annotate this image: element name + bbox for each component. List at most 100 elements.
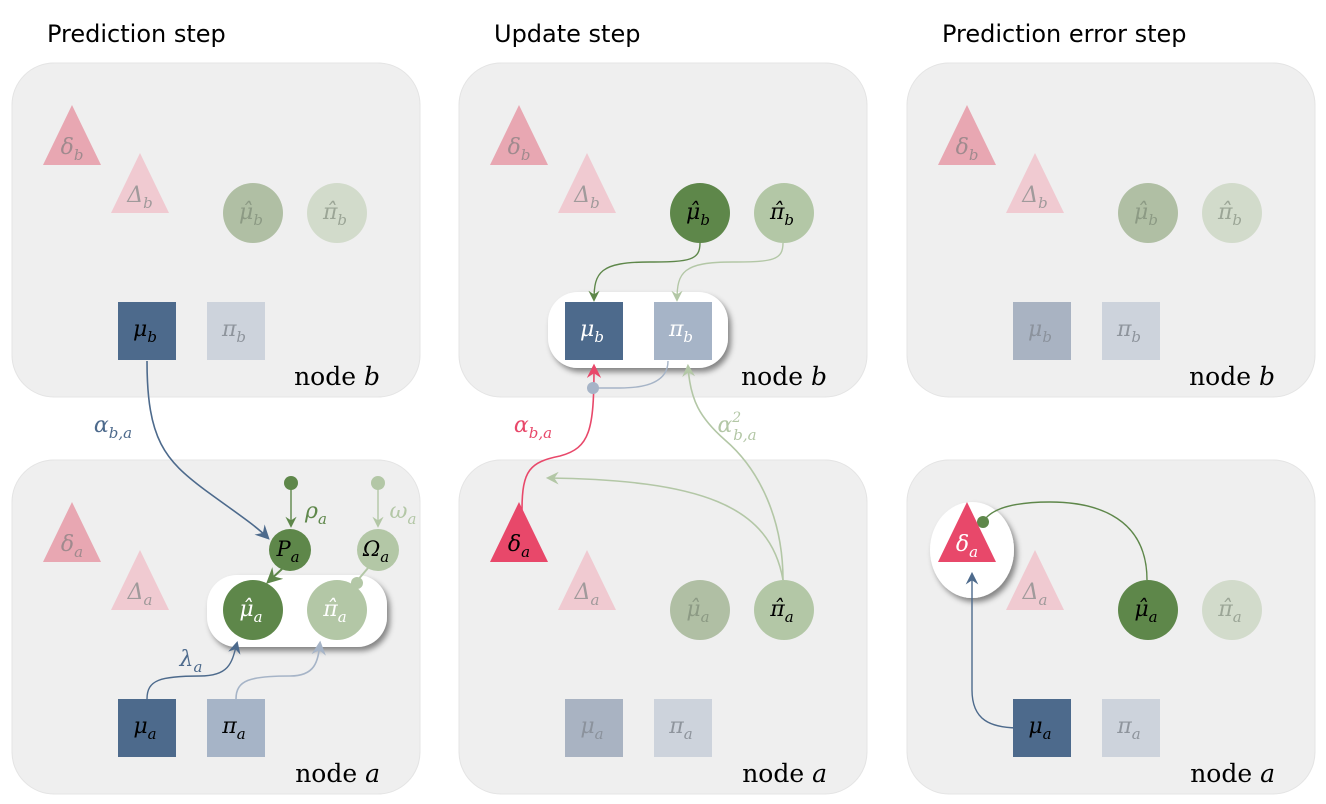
node-Delta-b: Δb — [111, 153, 169, 213]
symbol: Δ — [574, 580, 591, 605]
node-symbol: Δb — [573, 183, 600, 212]
node-pi-b: πb — [654, 302, 712, 360]
node-delta-a: δa — [43, 502, 101, 562]
edge-pi-to-pihat — [235, 640, 326, 700]
node-symbol: μ̂b — [686, 200, 710, 229]
edge-label-alpha-ba: αb,a — [514, 413, 552, 442]
node-b-panel — [906, 62, 1316, 398]
symbol: α — [717, 413, 732, 438]
edge-label-omega: ωa — [390, 499, 417, 528]
node-symbol: δa — [508, 532, 530, 561]
node-symbol: πa — [221, 714, 245, 743]
symbol: Δ — [1021, 183, 1038, 208]
subscript: b — [1232, 211, 1242, 229]
node-delta-b: δb — [490, 105, 548, 165]
node-delta-a: δa — [490, 502, 548, 562]
node-symbol: μ̂b — [239, 200, 263, 229]
node-Delta-b: Δb — [1006, 153, 1064, 213]
panel-title: Prediction step — [47, 20, 226, 48]
symbol: μ̂ — [686, 200, 700, 225]
panel-title: Prediction error step — [942, 20, 1187, 48]
subscript: a — [338, 608, 347, 626]
edge-muhat-to-delta — [982, 501, 1148, 581]
symbol: π — [1116, 714, 1132, 739]
node-symbol: Δa — [127, 580, 153, 609]
subscript: a — [148, 725, 157, 743]
node-Delta-a: Δa — [558, 550, 616, 610]
node-P-a: Pa — [269, 529, 311, 571]
subscript: a — [408, 510, 417, 528]
node-symbol: δb — [508, 135, 531, 164]
subscript: b — [236, 328, 246, 346]
edge-pihat-to-delta — [545, 471, 784, 581]
subscript: b — [337, 211, 347, 229]
subscript: a — [318, 510, 327, 528]
node-symbol: πa — [668, 714, 692, 743]
subscript: a — [785, 608, 794, 626]
node-delta-a: δa — [938, 502, 996, 562]
node-pihat-a: π̂a — [1202, 580, 1262, 640]
symbol: π — [668, 317, 684, 342]
symbol: π̂ — [769, 200, 785, 225]
node-a-label: node a — [742, 759, 827, 788]
symbol: μ̂ — [239, 597, 253, 622]
node-pi-b: πb — [207, 302, 265, 360]
symbol: π̂ — [1217, 597, 1233, 622]
symbol: Δ — [1022, 580, 1039, 605]
node-muhat-a: μ̂a — [1118, 580, 1178, 640]
symbol: μ — [1028, 714, 1042, 739]
node-symbol: μ̂a — [686, 597, 709, 626]
node-mu-a: μa — [1013, 699, 1071, 757]
node-muhat-b: μ̂b — [223, 183, 283, 243]
subscript: b,a — [529, 424, 552, 442]
subscript: b — [147, 328, 157, 346]
subscript: a — [1132, 725, 1141, 743]
node-muhat-b: μ̂b — [670, 183, 730, 243]
subscript: a — [1233, 608, 1242, 626]
edge-label-rho: ρa — [304, 499, 327, 528]
subscript: b,a — [733, 426, 756, 444]
edge-alpha-ba — [146, 360, 270, 540]
symbol: δ — [956, 532, 969, 557]
edge-pihat-to-pi-b-alpha2 — [682, 363, 784, 581]
symbol: Δ — [127, 580, 144, 605]
subscript: a — [521, 543, 530, 561]
node-mu-a: μa — [565, 699, 623, 757]
symbol: π — [1116, 317, 1132, 342]
node-mu-b: μb — [1013, 302, 1071, 360]
subscript: a — [143, 591, 152, 609]
node-delta-b: δb — [938, 105, 996, 165]
subscript: a — [74, 543, 83, 561]
subscript: a — [701, 608, 710, 626]
symbol: Δ — [126, 183, 143, 208]
node-symbol: μb — [133, 317, 157, 346]
edge-delta-to-mu-b — [521, 363, 602, 511]
node-symbol: Pa — [275, 537, 299, 566]
symbol: Ω — [362, 537, 380, 561]
node-pi-a: πa — [207, 699, 265, 757]
symbol: μ — [580, 714, 594, 739]
subscript: a — [254, 608, 263, 626]
node-symbol: μa — [1028, 714, 1051, 743]
node-Delta-b: Δb — [558, 153, 616, 213]
symbol: λ — [179, 647, 194, 672]
node-pihat-b: π̂b — [1202, 183, 1262, 243]
subscript: b — [1131, 328, 1141, 346]
subscript: b — [594, 328, 604, 346]
edge-P-to-muhat — [266, 567, 284, 584]
symbol: δ — [508, 532, 521, 557]
node-symbol: Δb — [126, 183, 153, 212]
node-symbol: δb — [61, 135, 84, 164]
subscript: a — [1043, 725, 1052, 743]
subscript: a — [237, 725, 246, 743]
edge-mu-to-delta — [965, 571, 1021, 729]
node-symbol: δa — [956, 532, 978, 561]
subscript: a — [1149, 608, 1158, 626]
subscript: b — [683, 328, 693, 346]
edge-lambda — [146, 640, 241, 700]
edge-label-alpha-ba: αb,a — [94, 413, 132, 442]
node-symbol: π̂b — [1217, 200, 1242, 229]
node-symbol: δb — [956, 135, 979, 164]
node-symbol: Δa — [574, 580, 600, 609]
